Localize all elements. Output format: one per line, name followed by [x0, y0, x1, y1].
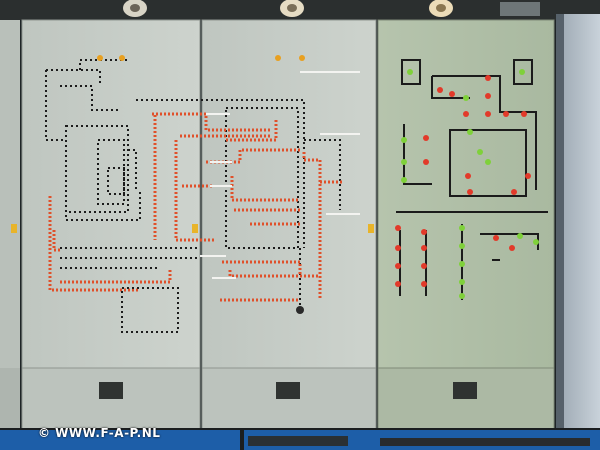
control-desk	[0, 428, 600, 450]
mimic-black-lines-mid	[136, 99, 341, 310]
mimic-black-lines-left	[45, 59, 141, 221]
mimic-black-lower-left	[60, 247, 200, 333]
cabinet-3-vent	[453, 382, 477, 399]
door-locks	[11, 224, 374, 233]
mimic-lamps-green	[401, 69, 539, 299]
cabinet-1-vent	[99, 382, 123, 399]
ceiling-lamps	[123, 0, 540, 17]
watermark-text: © WWW.F-A-P.NL	[38, 426, 161, 440]
cabinet-1	[21, 19, 201, 431]
mimic-lamps-red	[395, 75, 531, 287]
cabinet-2	[201, 19, 377, 431]
mimic-lines-right	[396, 59, 548, 300]
mimic-lamps-mid	[97, 55, 305, 314]
mimic-white-lines-mid	[200, 71, 360, 279]
mimic-red-lines-left	[48, 115, 172, 292]
cabinet-2-vent	[276, 382, 300, 399]
cabinet-3	[377, 19, 555, 431]
cabinet-left-edge	[0, 20, 20, 430]
